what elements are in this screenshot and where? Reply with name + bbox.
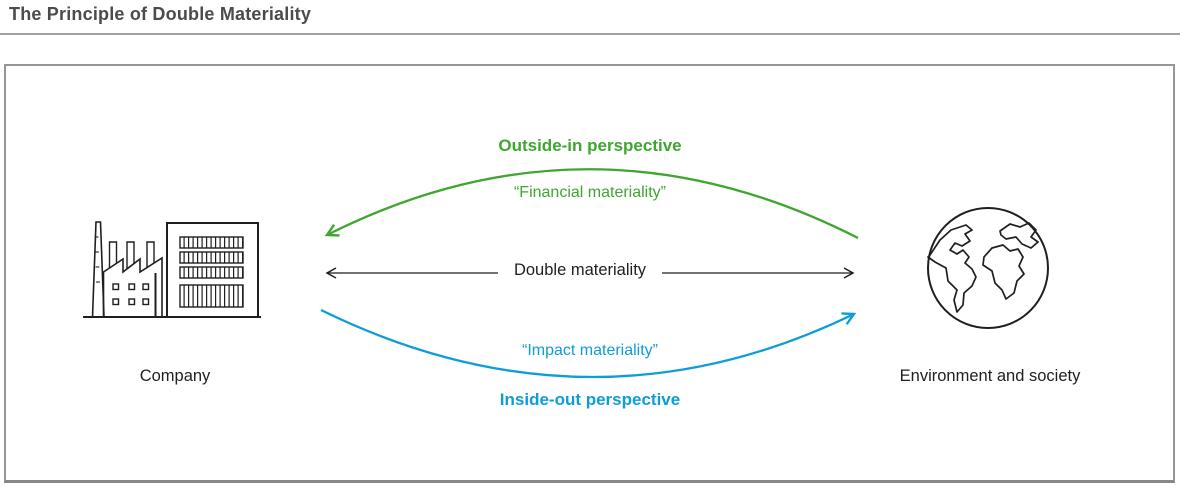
inside-out-perspective-label: Inside-out perspective [499,390,681,409]
title-divider [0,33,1180,35]
factory-icon [83,221,261,318]
company-label: Company [139,367,211,385]
page-title: The Principle of Double Materiality [9,4,312,24]
impact-materiality-label: “Impact materiality” [521,342,659,359]
double-materiality-label: Double materiality [513,261,647,279]
outside-in-perspective-label: Outside-in perspective [498,136,682,155]
environment-society-label: Environment and society [899,367,1081,385]
globe-icon [927,207,1049,329]
financial-materiality-label: “Financial materiality” [513,184,667,201]
